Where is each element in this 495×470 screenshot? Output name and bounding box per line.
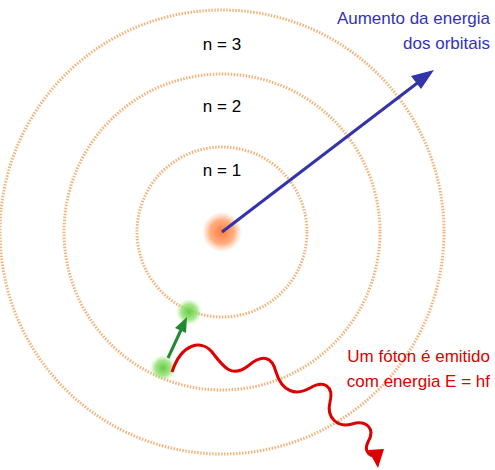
arrow-head bbox=[175, 317, 187, 333]
wavy-line bbox=[172, 345, 372, 456]
arrow-line bbox=[222, 81, 420, 232]
arrow-head bbox=[368, 449, 384, 468]
orbit-label: n = 1 bbox=[187, 158, 257, 183]
photon-note: Um fóton é emitido com energia E = hf bbox=[318, 344, 490, 394]
electron bbox=[176, 299, 202, 325]
energy-arrow bbox=[222, 70, 434, 232]
arrow-line bbox=[168, 330, 181, 358]
orbit-label: n = 3 bbox=[187, 32, 257, 57]
axis-note: Aumento da energia dos orbitais bbox=[318, 6, 490, 56]
arrow-head bbox=[411, 70, 434, 89]
orbit-label: n = 2 bbox=[187, 94, 257, 119]
